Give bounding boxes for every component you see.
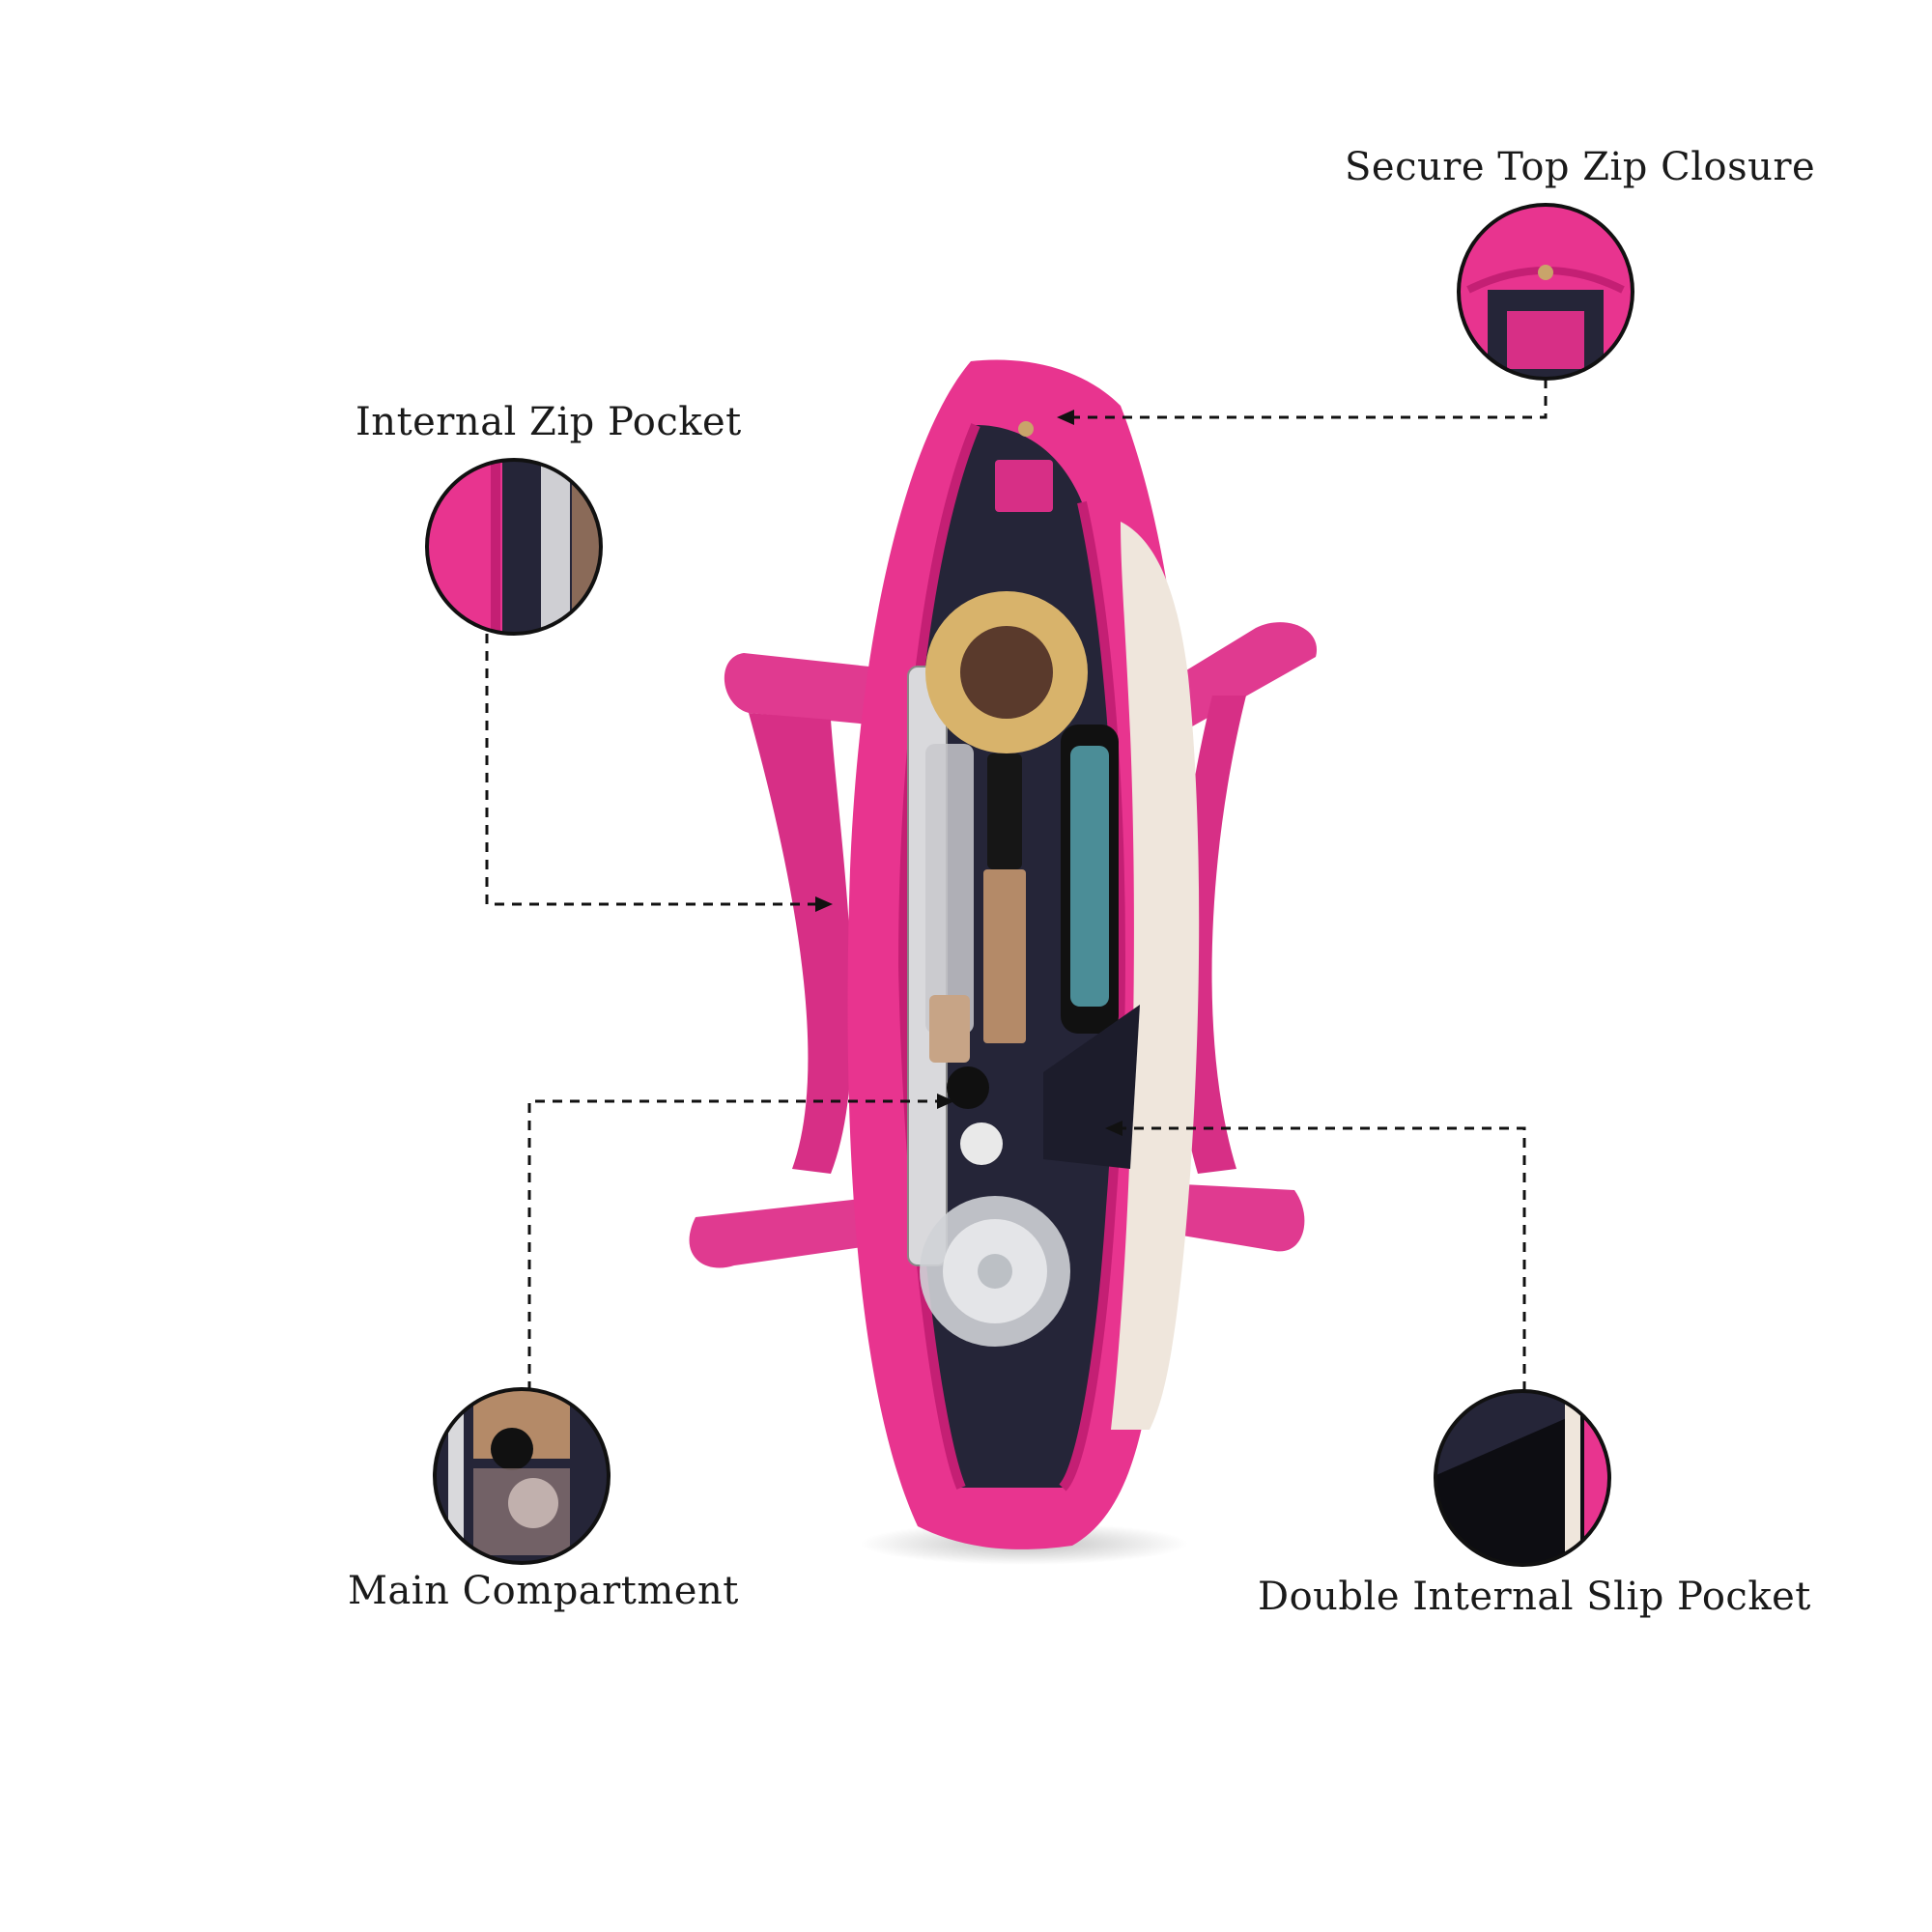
bag-cream-panel	[1111, 522, 1200, 1430]
feature-label-main: Main Compartment	[348, 1569, 739, 1613]
feature-label-double-slip: Double Internal Slip Pocket	[1258, 1575, 1811, 1619]
callout-line-double-slip	[1122, 1126, 1526, 1391]
main-compartment-detail-icon	[433, 1387, 611, 1565]
zip-tab	[995, 460, 1053, 512]
callout-line-main	[527, 1099, 939, 1391]
lip-gloss-item	[925, 744, 974, 1034]
arrow-top-zip	[1057, 410, 1074, 425]
zip-pocket-detail-icon	[425, 458, 603, 636]
concealer-cap	[987, 753, 1022, 869]
arrow-double-slip	[1105, 1121, 1122, 1136]
concealer-item	[983, 869, 1026, 1043]
left-zipper-edge	[897, 423, 980, 1490]
arrow-internal-zip	[815, 896, 833, 912]
feature-label-internal-zip: Internal Zip Pocket	[355, 400, 742, 444]
nail-polish-item	[947, 1066, 989, 1109]
callout-line-internal-zip	[485, 634, 819, 906]
feature-label-top-zip: Secure Top Zip Closure	[1345, 145, 1816, 189]
zip-pull-icon	[1018, 421, 1034, 437]
zip-closure-detail-icon	[1457, 203, 1634, 381]
arrow-main	[937, 1094, 954, 1109]
callout-line-top-zip	[1061, 379, 1548, 419]
slip-pocket-detail-icon	[1434, 1389, 1611, 1567]
left-handle	[689, 653, 869, 1268]
nail-polish-item-2	[960, 1122, 1003, 1165]
